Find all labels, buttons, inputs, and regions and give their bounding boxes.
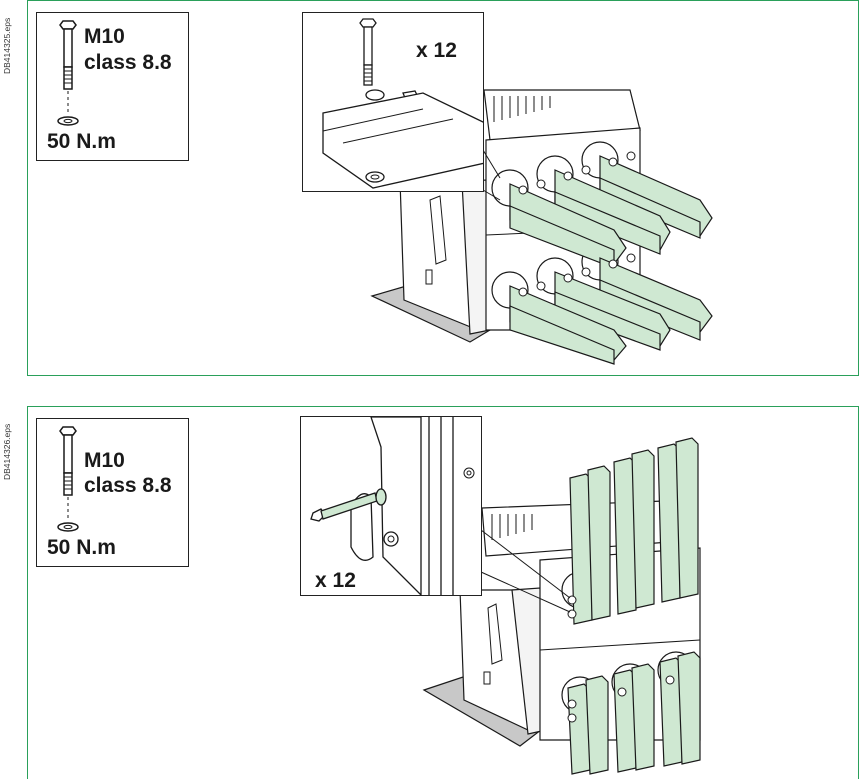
busbar-group-upper	[569, 437, 699, 625]
quantity-label: x 12	[416, 39, 457, 62]
torque-label: 50 N.m	[47, 130, 116, 153]
bolt-class-label: class 8.8	[84, 474, 172, 497]
detail-inset: x 12	[302, 12, 484, 192]
bolt-spec-box: M10 class 8.8 50 N.m	[36, 12, 189, 161]
bolt-detail-drawing	[310, 417, 475, 595]
bolt-size-label: M10	[84, 25, 125, 48]
bolt-icon	[57, 426, 79, 532]
busbar-group-upper	[509, 155, 713, 269]
detail-inset: x 12	[300, 416, 482, 596]
busbar-assembly-drawing	[370, 89, 713, 365]
quantity-label: x 12	[315, 569, 356, 592]
bolt-size-label: M10	[84, 449, 125, 472]
busbar-group-lower	[509, 257, 713, 365]
bolt-class-label: class 8.8	[84, 51, 172, 74]
bolt-detail-drawing	[322, 18, 483, 189]
bolt-icon	[57, 20, 79, 126]
torque-label: 50 N.m	[47, 536, 116, 559]
bolt-spec-box: M10 class 8.8 50 N.m	[36, 418, 189, 567]
